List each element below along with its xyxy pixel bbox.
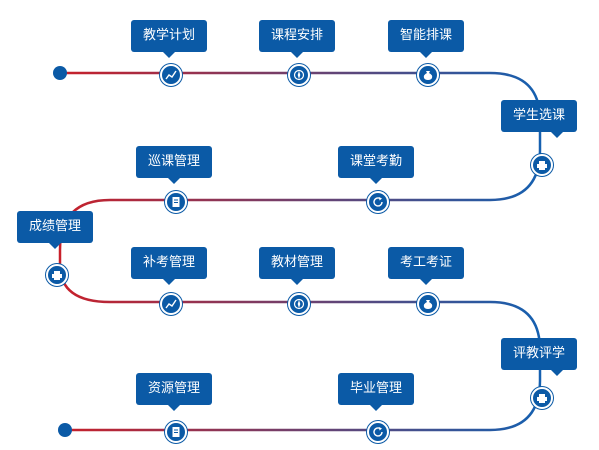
compass-icon[interactable] bbox=[288, 293, 310, 315]
node-label-textbooks[interactable]: 教材管理 bbox=[259, 247, 335, 285]
document-icon[interactable] bbox=[165, 421, 187, 443]
start-dot bbox=[53, 66, 67, 80]
node-label-course-schedule[interactable]: 课程安排 bbox=[259, 20, 335, 58]
money-bag-icon[interactable] bbox=[417, 64, 439, 86]
node-label-graduation[interactable]: 毕业管理 bbox=[338, 373, 414, 411]
node-label-teaching-plan[interactable]: 教学计划 bbox=[131, 20, 207, 58]
refresh-icon[interactable] bbox=[367, 191, 389, 213]
printer-icon[interactable] bbox=[531, 154, 553, 176]
node-label-attendance[interactable]: 课堂考勤 bbox=[338, 146, 414, 184]
node-label-certification[interactable]: 考工考证 bbox=[388, 247, 464, 285]
node-label-inspection[interactable]: 巡课管理 bbox=[136, 146, 212, 184]
node-label-evaluation[interactable]: 评教评学 bbox=[501, 338, 577, 376]
node-label-smart-scheduling[interactable]: 智能排课 bbox=[388, 20, 464, 58]
node-label-resources[interactable]: 资源管理 bbox=[136, 373, 212, 411]
compass-icon[interactable] bbox=[288, 64, 310, 86]
end-dot bbox=[58, 423, 72, 437]
refresh-icon[interactable] bbox=[367, 421, 389, 443]
node-label-makeup-exam[interactable]: 补考管理 bbox=[131, 247, 207, 285]
printer-icon[interactable] bbox=[46, 264, 68, 286]
line-chart-icon[interactable] bbox=[160, 64, 182, 86]
printer-icon[interactable] bbox=[531, 387, 553, 409]
line-chart-icon[interactable] bbox=[160, 293, 182, 315]
money-bag-icon[interactable] bbox=[417, 293, 439, 315]
flow-line-1 bbox=[58, 71, 542, 265]
node-label-course-selection[interactable]: 学生选课 bbox=[501, 100, 577, 138]
document-icon[interactable] bbox=[165, 191, 187, 213]
flow-line-2 bbox=[58, 264, 542, 432]
node-label-grades[interactable]: 成绩管理 bbox=[17, 211, 93, 249]
